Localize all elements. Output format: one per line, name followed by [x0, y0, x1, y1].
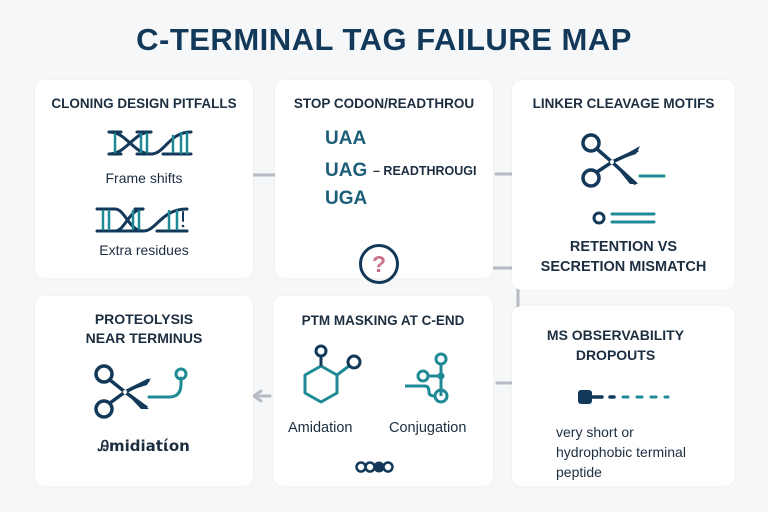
- card-proteolysis-near-terminus: PROTEOLYSIS NEAR TERMINUS Ꭿmidiatίon: [35, 296, 253, 486]
- question-glyph: ?: [371, 251, 387, 277]
- page-title: C-TERMINAL TAG FAILURE MAP: [136, 22, 632, 57]
- caption-line-1: very short or: [556, 424, 634, 440]
- dna-icon: [107, 130, 193, 156]
- codon-uag: UAG: [325, 160, 368, 181]
- item-label-frame-shifts: Frame shifts: [105, 170, 183, 186]
- card-title: STOP CODON/READTHROU: [293, 96, 475, 111]
- codon-uaa: UAA: [325, 128, 367, 149]
- caption-line-3: peptide: [556, 464, 602, 480]
- caption-line-2: SECRETION MISMATCH: [540, 259, 707, 275]
- card-ms-observability-dropouts: MS OBSERVABILITY DROPOUTS very short or …: [512, 306, 735, 486]
- peptide-dropout-icon: [578, 390, 670, 404]
- caption-line-1: RETENTION VS: [569, 239, 678, 255]
- readthrough-label: – READTHROUGI: [373, 164, 477, 178]
- item-label-extra-residues: Extra residues: [99, 242, 189, 258]
- card-cloning-design-pitfalls: CLONING DESIGN PITFALLS Frame shifts Ext…: [35, 80, 253, 278]
- card-title-line-1: PROTEOLYSIS: [94, 311, 194, 327]
- caption-amidiation: Ꭿmidiatίon: [98, 437, 190, 455]
- hexagon-molecule-icon: [303, 344, 362, 404]
- card-stop-codon-readthrough: STOP CODON/READTHROU UAA UAG – READTHROU…: [275, 80, 493, 284]
- question-icon: ?: [359, 244, 399, 284]
- dna-mutation-icon: [95, 207, 189, 233]
- item-label-conjugation: Conjugation: [389, 420, 467, 436]
- card-linker-cleavage-motifs: LINKER CLEAVAGE MOTIFS RETENTION VS SECR…: [512, 80, 735, 290]
- card-title-line-2: NEAR TERMINUS: [85, 330, 203, 346]
- card-title-line-1: MS OBSERVABILITY: [546, 327, 685, 343]
- branched-conjugate-icon: [405, 352, 449, 404]
- codon-uga: UGA: [325, 188, 368, 209]
- card-title: CLONING DESIGN PITFALLS: [51, 96, 237, 111]
- retention-icon: [592, 211, 656, 225]
- scissors-icon: [581, 133, 666, 188]
- card-title: PTM MASKING AT C-END: [301, 313, 465, 328]
- scissors-icon: [94, 364, 188, 419]
- item-label-amidation: Amidation: [288, 420, 353, 436]
- card-ptm-masking: PTM MASKING AT C-END Amidation Conjugati…: [273, 296, 493, 486]
- bead-chain-icon: [355, 461, 394, 473]
- card-title-line-2: DROPOUTS: [575, 347, 656, 363]
- card-title: LINKER CLEAVAGE MOTIFS: [532, 96, 715, 111]
- caption-line-2: hydrophobic terminal: [556, 444, 686, 460]
